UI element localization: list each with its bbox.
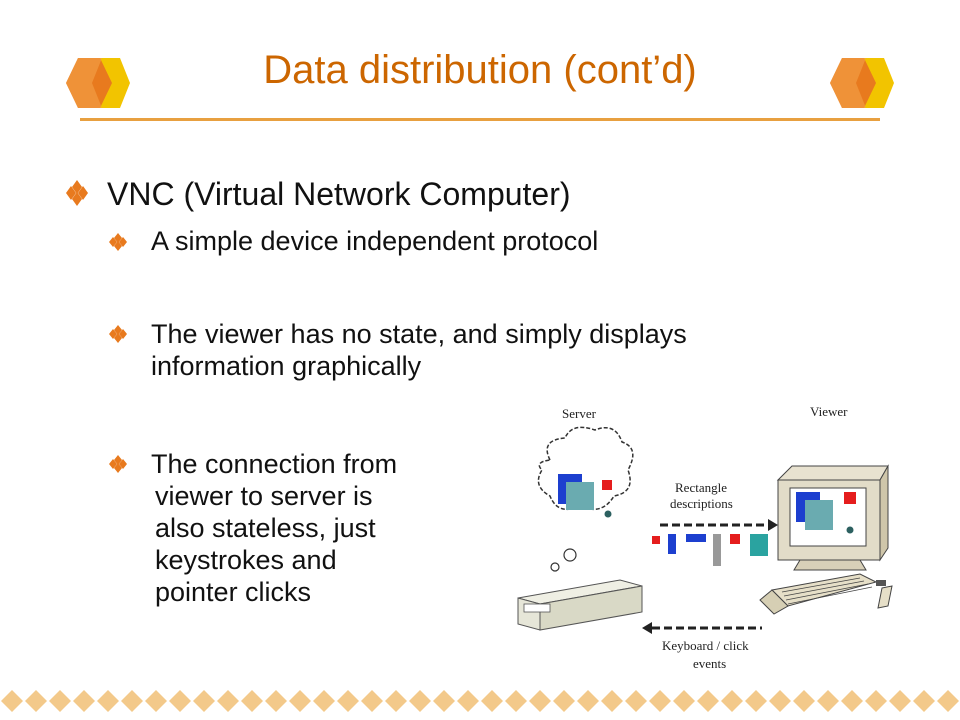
footer-diamond bbox=[697, 690, 719, 712]
footer-diamond-pattern bbox=[1, 690, 959, 712]
footer-diamond bbox=[457, 690, 479, 712]
footer-diamond bbox=[721, 690, 743, 712]
footer-diamond bbox=[1, 690, 23, 712]
bullet-text: The viewer has no state, and simply disp… bbox=[151, 318, 687, 382]
footer-diamond bbox=[529, 690, 551, 712]
vnc-diagram: Server Viewer Rectangle descriptions bbox=[517, 404, 893, 671]
footer-diamond bbox=[913, 690, 935, 712]
bullet-line: The connection from bbox=[151, 449, 398, 479]
footer-diamond bbox=[481, 690, 503, 712]
footer-diamond bbox=[649, 690, 671, 712]
viewer-computer-icon bbox=[759, 464, 893, 615]
footer-diamond bbox=[289, 690, 311, 712]
bullet-text: VNC (Virtual Network Computer) bbox=[107, 176, 571, 212]
bullet-line: The viewer has no state, and simply disp… bbox=[151, 319, 687, 349]
diamond-bullet-icon bbox=[109, 325, 127, 343]
bullet-line: also stateless, just bbox=[155, 513, 376, 543]
footer-diamond bbox=[145, 690, 167, 712]
diamond-bullet-icon bbox=[66, 180, 88, 206]
footer-diamond bbox=[97, 690, 119, 712]
rect-desc-label-2: descriptions bbox=[670, 496, 733, 511]
footer-diamond bbox=[889, 690, 911, 712]
footer-diamond bbox=[553, 690, 575, 712]
rectangle-strip bbox=[652, 534, 768, 566]
keyboard-click-label: Keyboard / click bbox=[662, 638, 749, 653]
bullet-line: information graphically bbox=[151, 351, 422, 381]
bullet-text: The connection from viewer to server is … bbox=[151, 448, 397, 608]
footer-diamond bbox=[505, 690, 527, 712]
footer-diamond bbox=[385, 690, 407, 712]
viewer-label: Viewer bbox=[810, 404, 848, 419]
footer-diamond bbox=[49, 690, 71, 712]
footer-diamond bbox=[841, 690, 863, 712]
footer-diamond bbox=[217, 690, 239, 712]
rect-desc-label: Rectangle bbox=[675, 480, 727, 495]
bullet-line: keystrokes and bbox=[155, 545, 337, 575]
footer-diamond bbox=[409, 690, 431, 712]
footer-diamond bbox=[601, 690, 623, 712]
footer-diamond bbox=[193, 690, 215, 712]
bullet-line: pointer clicks bbox=[155, 577, 312, 607]
page-title: Data distribution (cont’d) bbox=[263, 48, 697, 92]
footer-diamond bbox=[265, 690, 287, 712]
bullet-text: A simple device independent protocol bbox=[151, 226, 599, 256]
footer-diamond bbox=[937, 690, 959, 712]
footer-diamond bbox=[361, 690, 383, 712]
footer-diamond bbox=[313, 690, 335, 712]
title-underline bbox=[80, 118, 880, 121]
server-label: Server bbox=[562, 406, 597, 421]
footer-diamond bbox=[433, 690, 455, 712]
footer-diamond bbox=[865, 690, 887, 712]
footer-diamond bbox=[25, 690, 47, 712]
keyboard-click-label-2: events bbox=[693, 656, 726, 671]
diamond-bullet-icon bbox=[109, 233, 127, 251]
arrow-head-icon bbox=[768, 519, 778, 531]
footer-diamond bbox=[337, 690, 359, 712]
bullet-line: viewer to server is bbox=[155, 481, 373, 511]
footer-diamond bbox=[817, 690, 839, 712]
thought-cloud-icon bbox=[537, 426, 634, 572]
arrow-head-icon bbox=[642, 622, 652, 634]
footer-diamond bbox=[169, 690, 191, 712]
footer-diamond bbox=[121, 690, 143, 712]
footer-diamond bbox=[73, 690, 95, 712]
footer-diamond bbox=[577, 690, 599, 712]
footer-diamond bbox=[745, 690, 767, 712]
footer-diamond bbox=[241, 690, 263, 712]
footer-diamond bbox=[769, 690, 791, 712]
server-box-icon bbox=[517, 579, 643, 631]
footer-diamond bbox=[625, 690, 647, 712]
hex-logo-right bbox=[830, 58, 894, 108]
hex-logo-left bbox=[66, 58, 130, 108]
diamond-bullet-icon bbox=[109, 455, 127, 473]
footer-diamond bbox=[793, 690, 815, 712]
footer-diamond bbox=[673, 690, 695, 712]
